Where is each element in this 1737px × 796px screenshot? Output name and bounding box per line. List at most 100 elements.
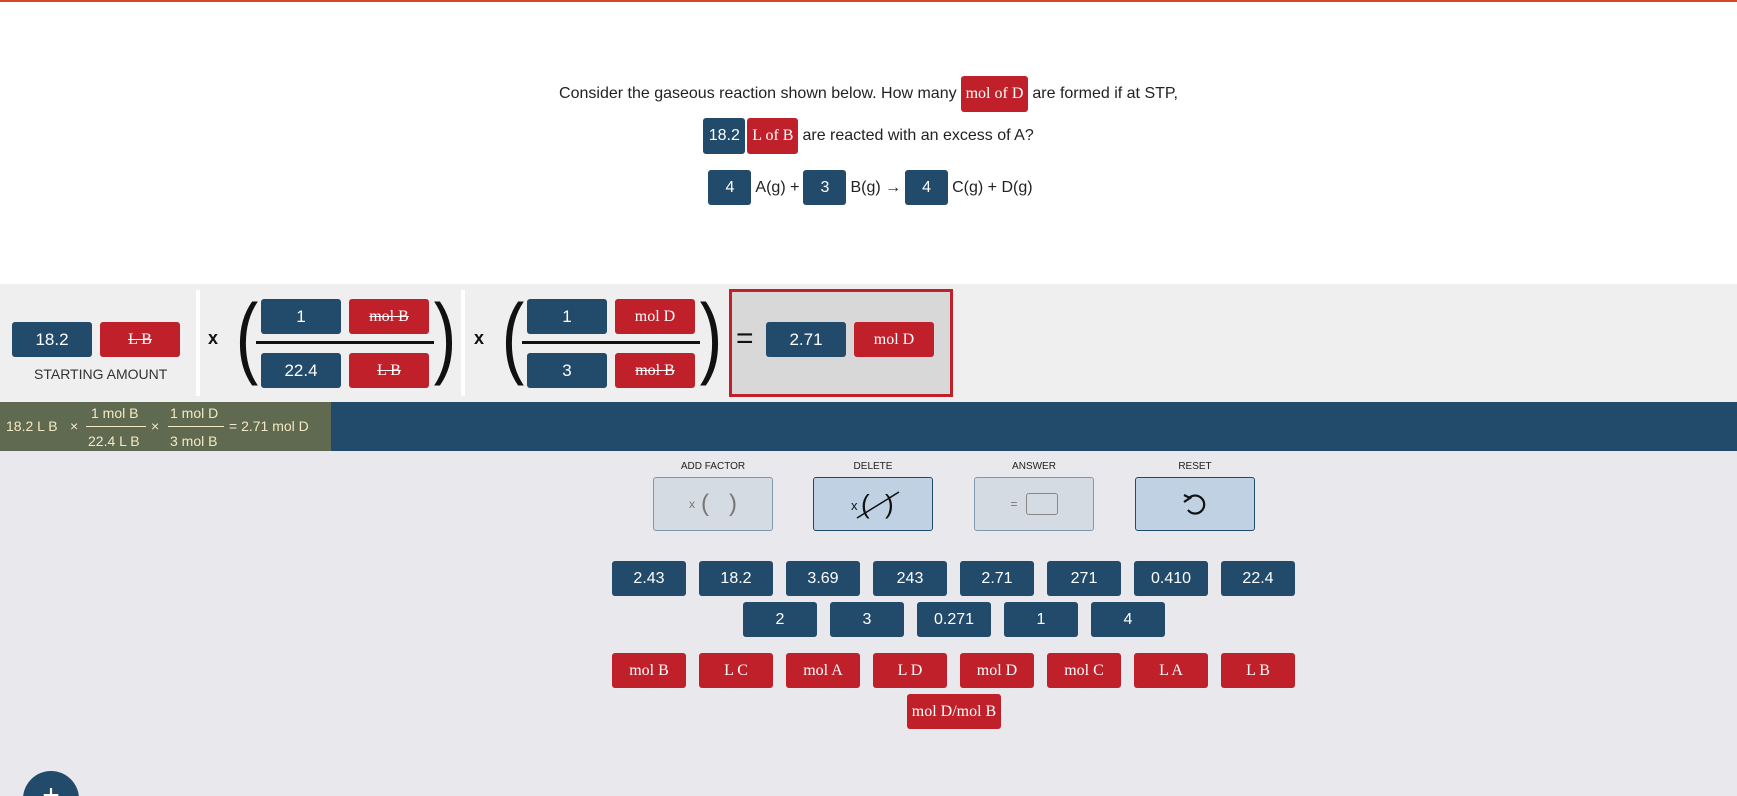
unit-tile[interactable]: L A bbox=[1134, 653, 1208, 688]
delete-label: DELETE bbox=[853, 461, 893, 472]
unit-tile[interactable]: mol D/mol B bbox=[907, 694, 1001, 729]
question-text: are formed if at STP, bbox=[1032, 85, 1178, 102]
add-factor-icon: x bbox=[689, 497, 695, 511]
factor1-den-unit-text: L B bbox=[377, 362, 401, 379]
factor2-denominator-unit[interactable]: mol B bbox=[615, 353, 695, 388]
answer-button[interactable]: = bbox=[974, 477, 1094, 531]
factor2-denominator-value[interactable]: 3 bbox=[527, 353, 607, 388]
factor2-den-unit-text: mol B bbox=[635, 362, 675, 379]
answer-unit-tile[interactable]: mol D bbox=[854, 322, 934, 357]
answer-value-text: 2.71 bbox=[789, 330, 823, 349]
multiply-sign: x bbox=[208, 328, 219, 348]
question-text: are reacted with an excess of A? bbox=[802, 127, 1034, 144]
summary-f1-bar bbox=[86, 426, 146, 427]
factor1-denominator-value[interactable]: 22.4 bbox=[261, 353, 341, 388]
unit-tile[interactable]: mol B bbox=[612, 653, 686, 688]
answer-equals-icon: = bbox=[1010, 497, 1018, 511]
given-unit-tag: L of B bbox=[747, 118, 799, 154]
answer-value-tile[interactable]: 2.71 bbox=[766, 322, 846, 357]
factor-divider bbox=[196, 290, 200, 396]
summary-f2-bar bbox=[168, 426, 224, 427]
summary-f2-den: 3 mol B bbox=[170, 433, 218, 449]
number-tile[interactable]: 4 bbox=[1091, 602, 1165, 637]
add-factor-label: ADD FACTOR bbox=[680, 461, 746, 472]
delete-button[interactable]: x ( ) bbox=[813, 477, 933, 531]
summary-f1-num: 1 mol B bbox=[91, 405, 139, 421]
question-line-1: Consider the gaseous reaction shown belo… bbox=[0, 76, 1737, 112]
question-panel bbox=[0, 2, 1737, 284]
left-paren-2: ( bbox=[501, 287, 525, 387]
summary-f1-den: 22.4 L B bbox=[88, 433, 140, 449]
number-tile[interactable]: 2.71 bbox=[960, 561, 1034, 596]
factor1-numerator-unit[interactable]: mol B bbox=[349, 299, 429, 334]
number-tile[interactable]: 18.2 bbox=[699, 561, 773, 596]
factor2-num-value-text: 1 bbox=[562, 307, 572, 326]
species-cd: C(g) + D(g) bbox=[952, 178, 1033, 196]
factor1-numerator-value[interactable]: 1 bbox=[261, 299, 341, 334]
given-amount-tag: 18.2 bbox=[703, 118, 746, 154]
number-tile[interactable]: 2 bbox=[743, 602, 817, 637]
summary-result: = 2.71 mol D bbox=[229, 418, 309, 434]
summary-times: × bbox=[70, 418, 79, 434]
unit-tile[interactable]: mol C bbox=[1047, 653, 1121, 688]
coefficient-c: 4 bbox=[905, 170, 949, 205]
species-b: B(g) → bbox=[850, 178, 902, 196]
starting-amount-caption: STARTING AMOUNT bbox=[34, 366, 168, 382]
factor1-num-unit-text: mol B bbox=[369, 308, 409, 325]
left-paren-1: ( bbox=[235, 287, 259, 387]
factor1-den-value-text: 22.4 bbox=[284, 361, 318, 380]
unit-tile[interactable]: L C bbox=[699, 653, 773, 688]
calculation-summary: 18.2 L B × 1 mol B 22.4 L B × 1 mol D 3 … bbox=[0, 402, 331, 451]
delete-factor-icon: x ( ) bbox=[851, 489, 900, 519]
top-accent-bar bbox=[0, 0, 1737, 2]
answer-box-icon bbox=[1025, 493, 1058, 515]
number-tile[interactable]: 243 bbox=[873, 561, 947, 596]
number-tile[interactable]: 2.43 bbox=[612, 561, 686, 596]
svg-text:(: ( bbox=[861, 489, 870, 519]
answer-label: ANSWER bbox=[1012, 461, 1056, 472]
question-text: Consider the gaseous reaction shown belo… bbox=[559, 85, 957, 102]
unit-tile[interactable]: L D bbox=[873, 653, 947, 688]
unit-tile[interactable]: mol D bbox=[960, 653, 1034, 688]
summary-f2-num: 1 mol D bbox=[170, 405, 219, 421]
add-factor-button[interactable]: x ( ) bbox=[653, 477, 773, 531]
number-tile[interactable]: 3 bbox=[830, 602, 904, 637]
unit-tile[interactable]: mol A bbox=[786, 653, 860, 688]
number-tile[interactable]: 22.4 bbox=[1221, 561, 1295, 596]
right-paren-2: ) bbox=[699, 287, 723, 387]
factor2-fraction-bar bbox=[522, 341, 700, 344]
factor1-denominator-unit[interactable]: L B bbox=[349, 353, 429, 388]
start-unit-text: L B bbox=[128, 331, 152, 348]
factor2-numerator-unit[interactable]: mol D bbox=[615, 299, 695, 334]
equals-sign: = bbox=[736, 322, 754, 355]
number-tile[interactable]: 3.69 bbox=[786, 561, 860, 596]
add-fab-button[interactable]: + bbox=[23, 771, 79, 796]
question-line-2: 18.2 L of B are reacted with an excess o… bbox=[0, 118, 1737, 154]
start-unit-tile[interactable]: L B bbox=[100, 322, 180, 357]
svg-text:): ) bbox=[885, 489, 894, 519]
summary-start: 18.2 L B bbox=[6, 418, 58, 434]
number-tile[interactable]: 271 bbox=[1047, 561, 1121, 596]
factor2-numerator-value[interactable]: 1 bbox=[527, 299, 607, 334]
start-value-tile[interactable]: 18.2 bbox=[12, 322, 92, 357]
svg-text:x: x bbox=[851, 498, 858, 513]
start-value-text: 18.2 bbox=[35, 330, 69, 349]
undo-icon bbox=[1183, 494, 1206, 515]
species-a: A(g) + bbox=[755, 178, 800, 196]
factor-divider bbox=[461, 290, 465, 396]
coefficient-a: 4 bbox=[708, 170, 752, 205]
answer-unit-text: mol D bbox=[873, 331, 915, 348]
coefficient-b: 3 bbox=[803, 170, 847, 205]
reset-label: RESET bbox=[1178, 461, 1212, 472]
reset-button[interactable] bbox=[1135, 477, 1255, 531]
right-paren-1: ) bbox=[433, 287, 457, 387]
factor2-num-unit-text: mol D bbox=[634, 308, 676, 325]
summary-times: × bbox=[151, 418, 160, 434]
number-tile[interactable]: 0.410 bbox=[1134, 561, 1208, 596]
reaction-equation: 4 A(g) + 3 B(g) → 4 C(g) + D(g) bbox=[0, 170, 1737, 205]
parentheses-icon: ( ) bbox=[701, 490, 737, 517]
number-tile[interactable]: 1 bbox=[1004, 602, 1078, 637]
factor2-den-value-text: 3 bbox=[562, 361, 572, 380]
unit-tile[interactable]: L B bbox=[1221, 653, 1295, 688]
number-tile[interactable]: 0.271 bbox=[917, 602, 991, 637]
